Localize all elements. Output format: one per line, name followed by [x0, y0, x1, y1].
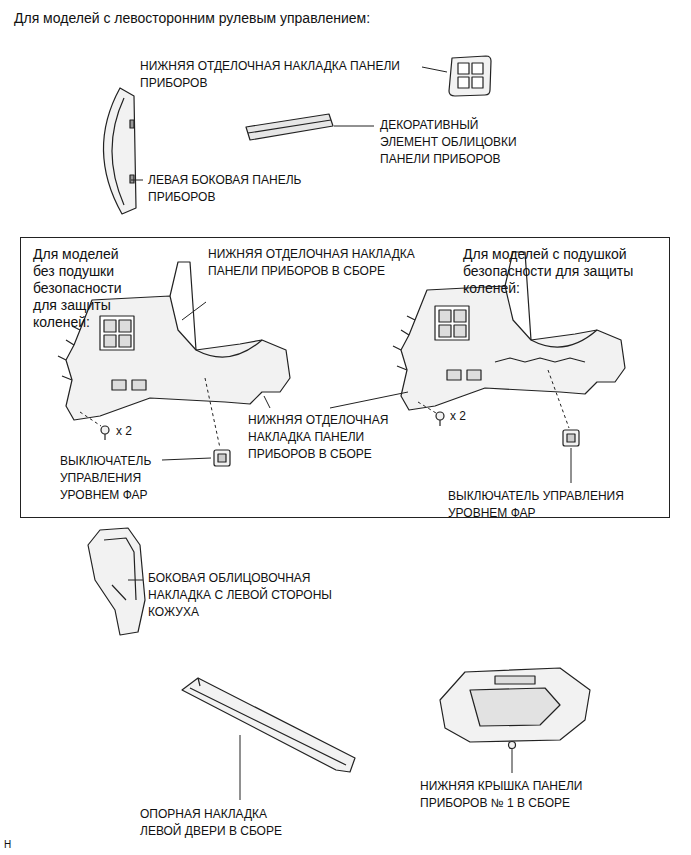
- switch-body: [214, 450, 230, 466]
- panel-hole: [458, 77, 469, 88]
- strip-outline: [246, 114, 333, 140]
- cover-detail: [470, 688, 560, 726]
- screw-shank: [104, 434, 105, 440]
- leader-line: [422, 67, 447, 72]
- leader-line: [240, 735, 241, 800]
- screw-head: [436, 412, 444, 420]
- finish-panel-icon: [449, 56, 491, 96]
- leader-line: [512, 749, 513, 773]
- leader-line: [330, 392, 408, 408]
- panel-opening: [132, 380, 146, 390]
- parts: [58, 56, 625, 772]
- side-panel-edge: [112, 98, 124, 205]
- part-label: НИЖНЯЯ КРЫШКА ПАНЕЛИ ПРИБОРОВ № 1 В СБОР…: [420, 778, 600, 812]
- switch-knob: [218, 454, 226, 462]
- panel-opening: [112, 380, 126, 390]
- dashed-line: [205, 378, 220, 448]
- airbag-edge: [495, 358, 585, 362]
- trim-edge: [104, 538, 136, 600]
- part-label: НИЖНЯЯ ОТДЕЛОЧНАЯ НАКЛАДКА ПАНЕЛИ ПРИБОР…: [140, 58, 440, 92]
- part-label: ОПОРНАЯ НАКЛАДКА ЛЕВОЙ ДВЕРИ В СБОРЕ: [140, 806, 305, 840]
- leader-line: [182, 302, 206, 320]
- panel-opening: [104, 335, 116, 347]
- scuff-plate: [182, 678, 355, 772]
- side-panel-outline: [103, 88, 136, 214]
- panel-clips: [393, 316, 415, 370]
- variant-heading: Для моделей без подушки безопасности для…: [33, 246, 133, 331]
- dashed-line: [80, 412, 101, 426]
- leader-line: [571, 448, 572, 483]
- trim-outline: [88, 528, 145, 635]
- leader-line: [131, 180, 143, 181]
- screw-head: [101, 426, 109, 434]
- ornament-strip: [246, 114, 333, 140]
- figure-code: H: [4, 836, 24, 853]
- leader-line: [334, 126, 374, 127]
- leader-lines: [128, 67, 571, 800]
- panel-outline: [401, 286, 625, 410]
- part-label: ВЫКЛЮЧАТЕЛЬ УПРАВЛЕНИЯ УРОВНЕМ ФАР: [448, 488, 663, 522]
- strip-edge: [248, 120, 331, 133]
- panel-cutout: [196, 340, 262, 357]
- panel-hole: [472, 77, 483, 88]
- headlight-switch: [563, 430, 579, 446]
- lower-cover: [440, 668, 590, 749]
- page-title: Для моделей с левосторонним рулевым упра…: [14, 9, 370, 27]
- panel-opening: [104, 320, 116, 332]
- panel-hole: [458, 63, 469, 74]
- panel-opening: [454, 325, 466, 337]
- screw: [436, 412, 444, 426]
- part-label: ВЫКЛЮЧАТЕЛЬ УПРАВЛЕНИЯ УРОВНЕМ ФАР: [60, 453, 170, 504]
- clip: [130, 175, 134, 183]
- panel-outline: [449, 56, 491, 96]
- panel-opening: [100, 316, 134, 350]
- cover-outline: [440, 668, 590, 742]
- panel-opening: [439, 325, 451, 337]
- leader-line: [162, 458, 211, 460]
- leader-line: [128, 580, 143, 581]
- panel-opening: [439, 310, 451, 322]
- switch-knob: [567, 434, 575, 442]
- dashed-line: [418, 402, 436, 413]
- screw-shank: [439, 420, 440, 426]
- headlight-switch: [214, 450, 230, 466]
- panel-opening: [467, 370, 481, 380]
- plate-outline: [182, 678, 355, 772]
- quantity-label: x 2: [450, 408, 490, 425]
- panel-cutout: [531, 330, 597, 347]
- side-panel: [103, 88, 136, 214]
- part-label: ДЕКОРАТИВНЫЙ ЭЛЕМЕНТ ОБЛИЦОВКИ ПАНЕЛИ ПР…: [380, 117, 530, 168]
- panel-clips: [58, 326, 80, 380]
- dashed-line: [548, 370, 569, 428]
- cover-detail: [495, 676, 535, 684]
- switch-body: [563, 430, 579, 446]
- plate-edge: [190, 678, 346, 765]
- panel-opening: [119, 320, 131, 332]
- variant-heading: Для моделей с подушкой безопасности для …: [463, 246, 648, 297]
- cowl-side-trim: [88, 528, 145, 635]
- panel-opening: [447, 370, 461, 380]
- part-label: НИЖНЯЯ ОТДЕЛОЧНАЯ НАКЛАДКА ПАНЕЛИ ПРИБОР…: [248, 412, 418, 463]
- screw: [101, 426, 109, 440]
- panel-outline: [66, 296, 290, 420]
- panel-flange: [170, 262, 196, 350]
- part-label: ЛЕВАЯ БОКОВАЯ ПАНЕЛЬ ПРИБОРОВ: [148, 172, 333, 206]
- screw-head: [509, 742, 516, 749]
- part-label: НИЖНЯЯ ОТДЕЛОЧНАЯ НАКЛАДКА ПАНЕЛИ ПРИБОР…: [208, 246, 418, 280]
- panel-opening: [119, 335, 131, 347]
- panel-opening: [435, 306, 469, 340]
- panel-hole: [472, 63, 483, 74]
- quantity-label: x 2: [116, 423, 156, 440]
- part-label: БОКОВАЯ ОБЛИЦОВОЧНАЯ НАКЛАДКА С ЛЕВОЙ СТ…: [148, 570, 333, 621]
- clip: [130, 120, 134, 128]
- panel-opening: [454, 310, 466, 322]
- leader-line: [264, 396, 270, 408]
